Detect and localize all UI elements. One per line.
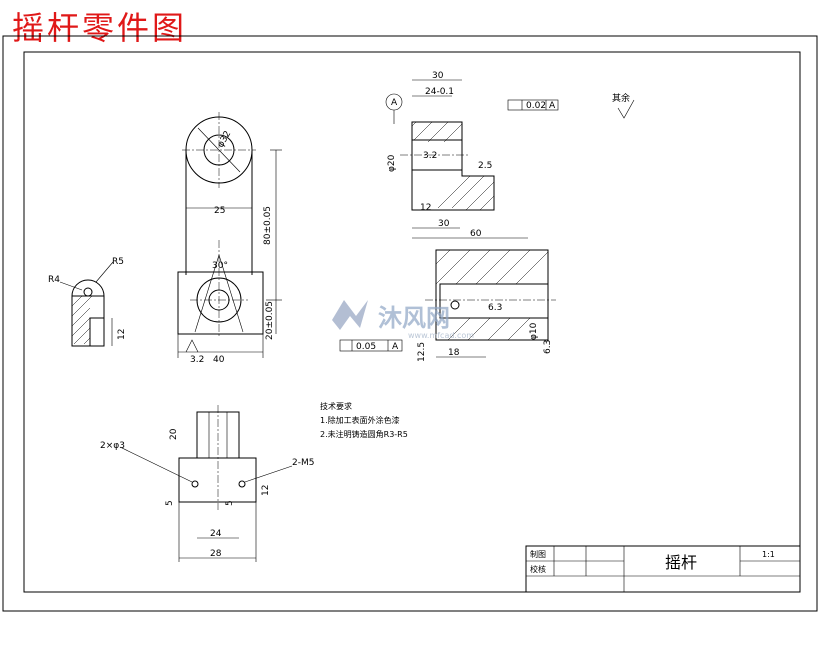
section-dim-30b: 30 [438, 219, 450, 229]
inner-frame [23, 51, 801, 593]
page-title: 摇杆零件图 [12, 9, 188, 47]
section-roughness-1: 3.2 [423, 151, 437, 161]
section-tolerance-datum: A [549, 101, 556, 111]
notes-item-1: 1.除加工表面外涂色漆 [320, 415, 400, 425]
top-view: 2×φ3 2-M5 28 24 12 5 5 20 [100, 405, 314, 562]
watermark-logo-icon [332, 300, 368, 330]
top-dim-holes: 2×φ3 [100, 441, 125, 451]
watermark: 沐风网 www.mfcad.com [332, 300, 474, 340]
outer-frame [2, 35, 818, 612]
section-roughness-5: 6.3 [543, 340, 553, 354]
title-block-draw-label: 制图 [530, 549, 546, 559]
section-view: 30 24-0.1 0.02 A A φ20 3.2 2.5 12 30 60 … [339, 71, 559, 362]
front-dim-base: 40 [213, 355, 225, 365]
title-block-check-label: 校核 [530, 564, 546, 574]
notes-item-2: 2.未注明铸造圆角R3-R5 [320, 429, 408, 439]
section-roughness-2: 2.5 [478, 161, 492, 171]
top-dim-thread: 2-M5 [292, 458, 314, 468]
title-block: 制图 校核 摇杆 1:1 [525, 545, 801, 593]
front-roughness: 3.2 [190, 355, 204, 365]
left-view: R4 R5 12 [48, 257, 127, 347]
section-parallel-datum: A [392, 342, 399, 352]
front-dim-width: 25 [214, 206, 225, 216]
section-dim-60: 60 [470, 229, 482, 239]
top-dim-24: 24 [210, 529, 222, 539]
technical-notes: 技术要求 1.除加工表面外涂色漆 2.未注明铸造圆角R3-R5 [320, 401, 408, 439]
section-parallel-tol: 0.05 [356, 342, 376, 352]
title-block-part-name: 摇杆 [665, 553, 697, 572]
watermark-url: www.mfcad.com [408, 331, 474, 340]
notes-heading: 技术要求 [320, 401, 352, 411]
section-dim-12: 12 [420, 203, 431, 213]
section-dim-phi10: φ10 [529, 322, 539, 340]
front-view: 25 80±0.05 30° 40 20±0.05 3.2 φ32 [177, 112, 282, 365]
front-dim-angle: 30° [212, 261, 228, 271]
top-dim-5a: 5 [165, 500, 175, 506]
front-dim-bore: φ32 [216, 129, 233, 149]
top-dim-5b: 5 [225, 500, 235, 506]
left-dim-r4: R4 [48, 275, 60, 285]
top-dim-28: 28 [210, 549, 222, 559]
section-dim-30: 30 [432, 71, 444, 81]
left-dim-r5: R5 [112, 257, 124, 267]
watermark-text: 沐风网 [378, 304, 450, 332]
surface-finish-note: 其余 [612, 92, 630, 104]
top-dim-20: 20 [169, 428, 179, 440]
front-dim-height: 80±0.05 [263, 206, 273, 245]
left-dim-height: 12 [117, 329, 127, 340]
top-dim-12: 12 [261, 485, 271, 496]
title-block-scale: 1:1 [762, 550, 775, 559]
front-dim-offset: 20±0.05 [265, 301, 275, 340]
section-dim-24: 24-0.1 [425, 87, 454, 97]
section-datum-label: A [391, 98, 398, 108]
section-tolerance: 0.02 [526, 101, 546, 111]
section-roughness-3: 6.3 [488, 303, 502, 313]
section-dim-18: 18 [448, 348, 460, 358]
section-dim-phi20: φ20 [387, 154, 397, 172]
section-roughness-4: 12.5 [417, 342, 427, 362]
